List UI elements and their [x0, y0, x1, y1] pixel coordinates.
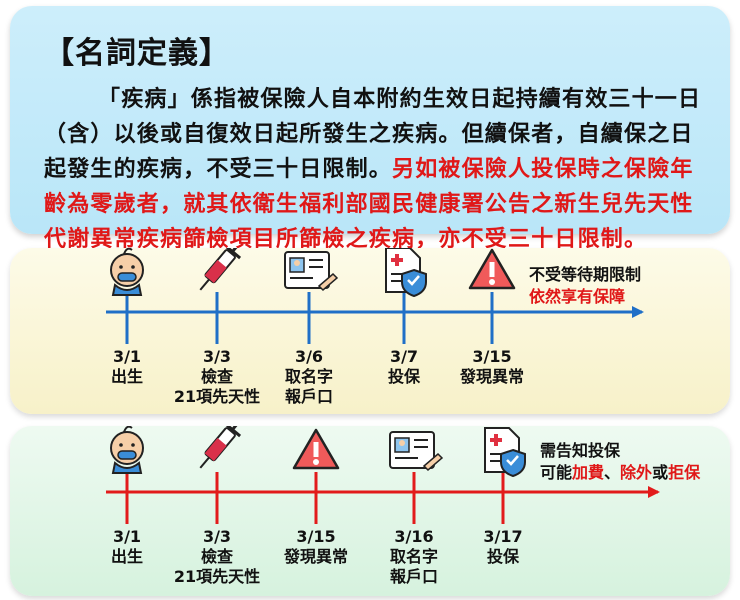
event-label: 發現異常 — [283, 547, 348, 566]
event-label: 檢查 — [201, 547, 233, 566]
event-date: 3/16 — [394, 527, 433, 546]
id-document-icon — [389, 431, 444, 472]
event-label: 投保 — [487, 547, 520, 566]
event-label-secondary: 21項先天性 — [174, 567, 260, 586]
event-date: 3/1 — [113, 347, 141, 366]
timeline-2-note-line2: 可能加費、除外或拒保 — [540, 463, 701, 482]
baby-icon — [110, 248, 144, 296]
event-label: 出生 — [111, 367, 143, 386]
id-document-icon — [284, 251, 339, 292]
baby-icon — [110, 426, 144, 474]
event-date: 3/15 — [296, 527, 335, 546]
timeline-2-svg: 3/1 出生 3/3 檢查 21項先天性 3/15 發現異常 3/16 取名字 … — [106, 426, 701, 586]
event-label-secondary: 報戶口 — [390, 567, 438, 586]
syringe-icon — [199, 426, 242, 469]
event-label: 投保 — [388, 367, 421, 386]
event-date: 3/17 — [483, 527, 522, 546]
definition-text: 「疾病」係指被保險人自本附約生效日起持續有效三十一日（含）以後或自復效日起所發生… — [44, 82, 712, 257]
definition-card: 【名詞定義】 「疾病」係指被保險人自本附約生效日起持續有效三十一日（含）以後或自… — [10, 6, 730, 252]
event-date: 3/1 — [113, 527, 141, 546]
warning-icon — [468, 248, 516, 290]
event-label: 發現異常 — [459, 367, 524, 386]
event-date: 3/3 — [203, 527, 231, 546]
definition-text-red: 另如被保險人投保時之保險年齡為零歲者，就其依衛生福利部國民健康署公告之新生兒先天… — [44, 157, 694, 252]
event-label: 取名字 — [285, 367, 333, 386]
timeline-2-card: 3/1 出生 3/3 檢查 21項先天性 3/15 發現異常 3/16 取名字 … — [10, 426, 730, 596]
insurance-document-icon — [484, 427, 526, 478]
event-date: 3/3 — [203, 347, 231, 366]
timeline-1-svg: 3/1 出生 3/3 檢查 21項先天性 3/6 取名字 報戶口 3/7 投保 … — [106, 248, 644, 406]
event-date: 3/6 — [295, 347, 323, 366]
timeline-1-note-red: 依然享有保障 — [529, 287, 625, 306]
event-label: 出生 — [111, 547, 143, 566]
timeline-1-note: 不受等待期限制 — [529, 265, 641, 284]
event-label: 取名字 — [390, 547, 438, 566]
definition-text-black: 「疾病」係指被保險人自本附約生效日起持續有效三十一日（含）以後或自復效日起所發生… — [44, 87, 702, 182]
event-date: 3/15 — [472, 347, 511, 366]
insurance-document-icon — [385, 248, 427, 298]
warning-icon — [292, 428, 340, 470]
timeline-1-card: 3/1 出生 3/3 檢查 21項先天性 3/6 取名字 報戶口 3/7 投保 … — [10, 248, 730, 414]
timeline-2-note: 需告知投保 — [540, 441, 621, 460]
event-label-secondary: 報戶口 — [285, 387, 333, 406]
definition-title: 【名詞定義】 — [44, 36, 230, 71]
event-label-secondary: 21項先天性 — [174, 387, 260, 406]
event-label: 檢查 — [201, 367, 233, 386]
syringe-icon — [199, 248, 242, 291]
event-date: 3/7 — [390, 347, 418, 366]
